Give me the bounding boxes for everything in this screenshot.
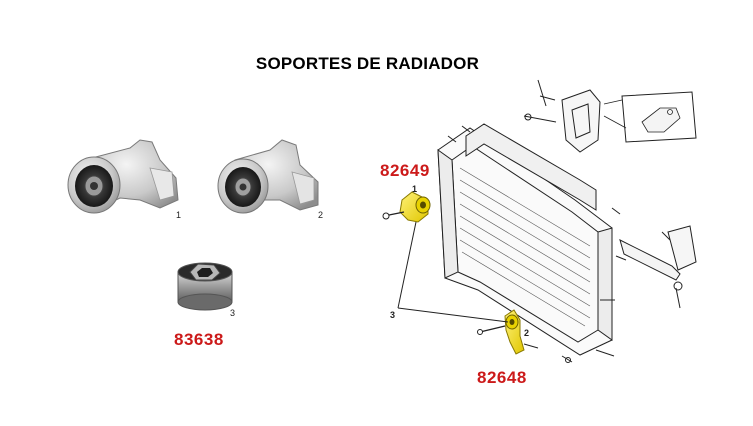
diagram-label-1: 1 bbox=[412, 184, 417, 194]
part-3-label: 3 bbox=[230, 308, 235, 318]
radiator-mount-part-2-image bbox=[217, 139, 319, 214]
part-code-83638: 83638 bbox=[174, 330, 224, 349]
bushing-part-3-image bbox=[177, 262, 233, 311]
highlighted-mount-lower bbox=[477, 309, 539, 355]
diagram-label-3: 3 bbox=[390, 310, 395, 320]
radiator-mount-part-1-image bbox=[67, 139, 179, 214]
detail-inset-box bbox=[603, 91, 697, 143]
highlighted-mount-upper bbox=[382, 191, 431, 223]
diagram-label-2: 2 bbox=[524, 328, 529, 338]
part-code-82649: 82649 bbox=[380, 161, 430, 180]
leader-lines-3 bbox=[397, 221, 509, 323]
part-1-label: 1 bbox=[176, 210, 181, 220]
part-code-82648: 82648 bbox=[477, 368, 527, 387]
page-title: SOPORTES DE RADIADOR bbox=[255, 54, 480, 73]
part-2-label: 2 bbox=[318, 210, 323, 220]
radiator-exploded-diagram bbox=[437, 79, 697, 363]
